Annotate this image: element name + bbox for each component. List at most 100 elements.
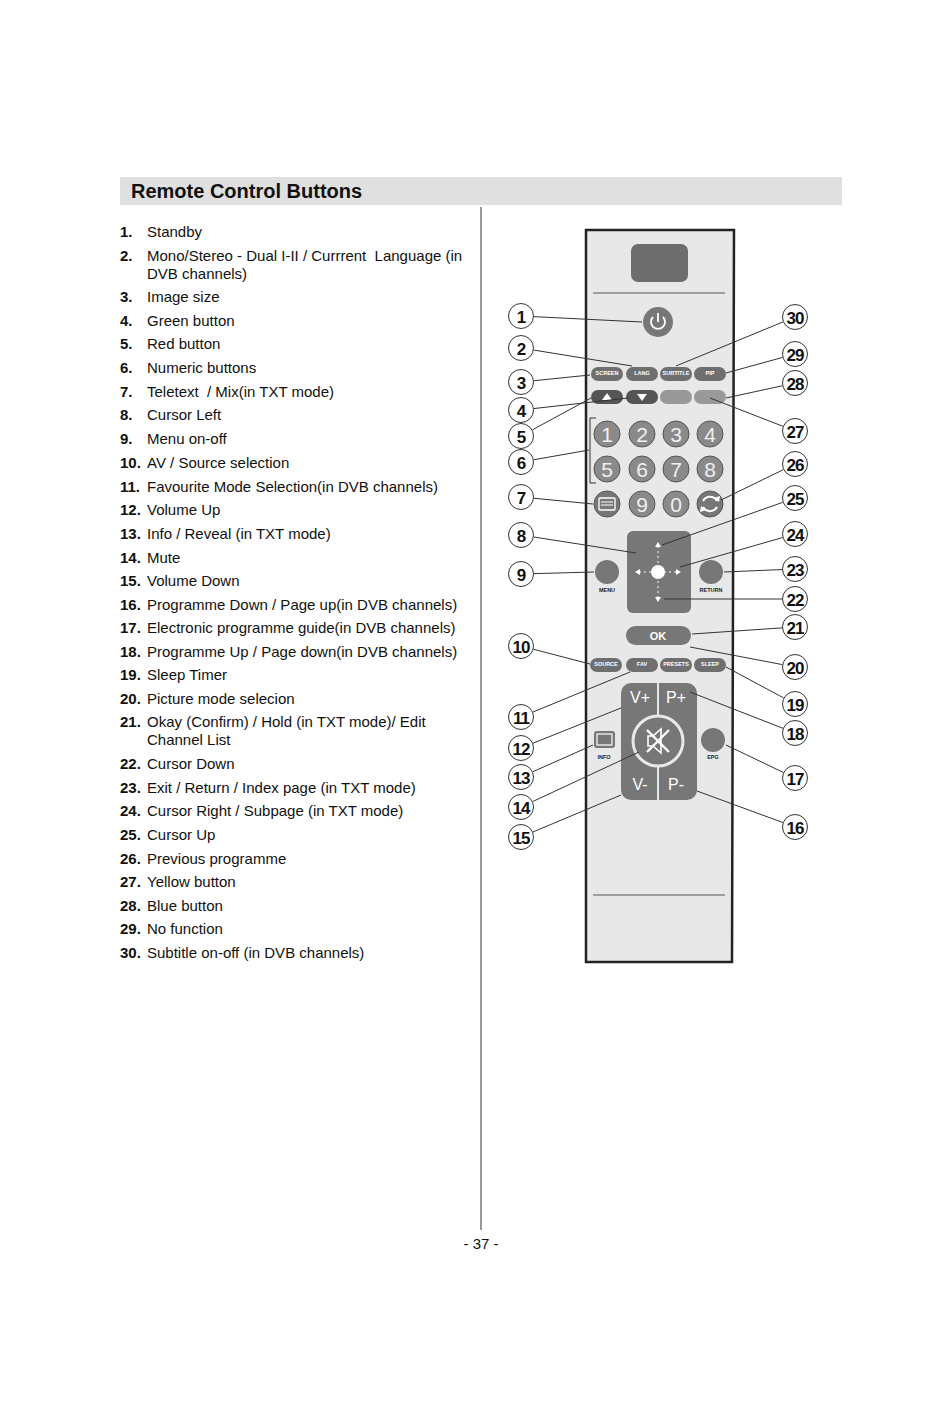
item-number: 14. [120, 549, 141, 567]
button-label: 6 [636, 459, 648, 480]
button-label: SLEEP [701, 662, 719, 668]
button-label: 2 [636, 424, 648, 445]
callout-circle [509, 795, 534, 820]
leader-lines [509, 304, 808, 850]
button-label: MENU [599, 588, 615, 594]
callout-number: 13 [513, 770, 530, 787]
epg-button [701, 728, 725, 752]
callout-number: 6 [517, 455, 525, 472]
leader-line [690, 692, 783, 728]
callout-number: 8 [517, 528, 525, 545]
callout-circle [509, 736, 534, 761]
callout-number: 15 [513, 830, 530, 847]
item-text: Subtitle on-off (in DVB channels) [147, 944, 465, 962]
item-text: Electronic programme guide(in DVB channe… [147, 619, 465, 637]
callout-circle [783, 419, 808, 444]
callout-number: 10 [513, 639, 530, 656]
leader-line [533, 708, 621, 743]
callout-number: 11 [513, 710, 529, 727]
leader-line [533, 752, 639, 802]
callout-number: 17 [787, 771, 804, 788]
item-text: Programme Up / Page down(in DVB channels… [147, 643, 465, 661]
callout-circle [783, 342, 808, 367]
button-label: EPG [707, 755, 719, 761]
button-label: INFO [597, 755, 610, 761]
item-number: 27. [120, 873, 141, 891]
item-text: Previous programme [147, 850, 465, 868]
item-text: Red button [147, 335, 465, 353]
button-label: SUBTITLE [663, 371, 690, 377]
button-label: LANG [634, 371, 650, 377]
return-button [699, 560, 723, 584]
button-label: 5 [601, 459, 613, 480]
power-button [643, 307, 673, 337]
callout-number: 20 [787, 660, 804, 677]
button-label: 0 [670, 494, 682, 515]
button-label: P- [668, 777, 684, 793]
callout-circle [509, 485, 534, 510]
leader-line [726, 745, 783, 772]
callout-number: 22 [787, 592, 804, 609]
button-label: 9 [636, 494, 648, 515]
button-label: PRESETS [663, 662, 689, 668]
button-label: P+ [666, 690, 686, 706]
callout-number: 12 [513, 741, 530, 758]
button-label: V+ [630, 690, 650, 706]
item-text: Picture mode selecion [147, 690, 465, 708]
item-text: Teletext / Mix(in TXT mode) [147, 383, 465, 401]
button-label: PIP [706, 371, 715, 377]
page-number: - 37 - [463, 1236, 498, 1251]
callout-circle [509, 336, 534, 361]
button-label: V- [632, 777, 647, 793]
item-number: 16. [120, 596, 141, 614]
callout-circle [783, 655, 808, 680]
button-label: 7 [670, 459, 682, 480]
callout-number: 7 [517, 490, 525, 507]
leader-line [697, 791, 783, 823]
page-title: Remote Control Buttons [131, 178, 362, 204]
callout-circle [783, 522, 808, 547]
item-text: Mono/Stereo - Dual I-II / Currrent Langu… [147, 247, 465, 283]
item-number: 6. [120, 359, 133, 377]
item-text: Image size [147, 288, 465, 306]
callout-number: 3 [517, 375, 525, 392]
leader-line [726, 357, 782, 373]
callout-number: 1 [517, 309, 525, 326]
callout-circle [509, 398, 534, 423]
function-buttons [590, 658, 726, 672]
callout-number: 16 [787, 820, 804, 837]
button-label: OK [650, 631, 667, 642]
callout-number: 5 [517, 429, 525, 446]
leader-line [534, 572, 594, 574]
item-text: Numeric buttons [147, 359, 465, 377]
item-number: 23. [120, 779, 141, 797]
item-number: 15. [120, 572, 141, 590]
numeric-buttons [594, 421, 723, 517]
item-number: 13. [120, 525, 141, 543]
item-number: 19. [120, 666, 141, 684]
leader-line [721, 470, 783, 500]
item-text: Mute [147, 549, 465, 567]
item-text: Menu on-off [147, 430, 465, 448]
item-text: Volume Up [147, 501, 465, 519]
callout-circle [509, 705, 534, 730]
callout-circle [783, 371, 808, 396]
item-text: Green button [147, 312, 465, 330]
callout-circle [509, 424, 534, 449]
leader-line [533, 672, 630, 712]
item-text: Standby [147, 223, 465, 241]
item-number: 3. [120, 288, 133, 306]
info-button [594, 731, 615, 748]
callout-circle [783, 452, 808, 477]
callout-circle [509, 523, 534, 548]
leader-line [534, 350, 632, 366]
item-number: 1. [120, 223, 133, 241]
item-number: 9. [120, 430, 133, 448]
item-number: 11. [120, 478, 140, 496]
item-text: Exit / Return / Index page (in TXT mode) [147, 779, 465, 797]
callout-number: 24 [787, 527, 804, 544]
previous-programme-button [697, 491, 723, 517]
callout-circle [783, 721, 808, 746]
item-text: Blue button [147, 897, 465, 915]
